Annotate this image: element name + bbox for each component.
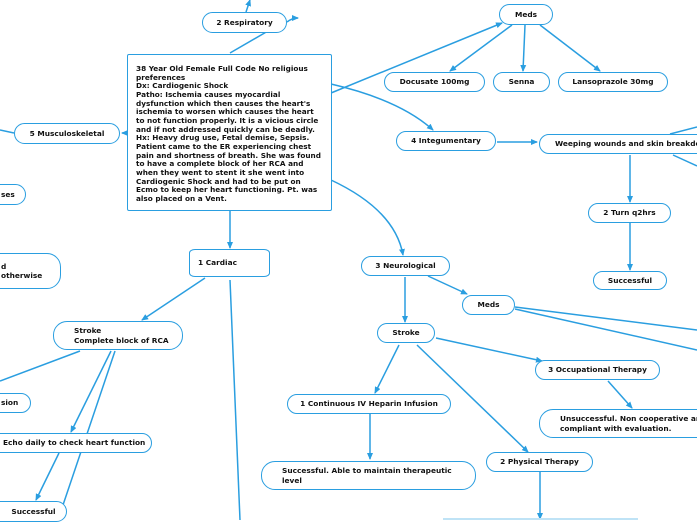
edge-root-respiratory bbox=[229, 30, 269, 54]
edge-root-integumentary bbox=[330, 83, 434, 131]
edge-stroke-left bbox=[0, 350, 81, 382]
edge-meds-lansoprazole bbox=[539, 24, 601, 72]
node-musculoskeletal[interactable]: 5 Musculoskeletal bbox=[14, 123, 120, 144]
edge-cardiac-stroke bbox=[141, 277, 206, 321]
node-neuro-stroke[interactable]: Stroke bbox=[377, 323, 435, 343]
node-meds-top[interactable]: Meds bbox=[499, 4, 553, 25]
node-root-patient-summary[interactable]: 38 Year Old Female Full Code No religiou… bbox=[127, 54, 332, 211]
edge-respiratory-right bbox=[286, 15, 299, 23]
edge-weeping-right-2 bbox=[672, 154, 697, 167]
edge-root-neurological bbox=[330, 179, 405, 256]
node-integumentary[interactable]: 4 Integumentary bbox=[396, 131, 496, 151]
node-cardiac-successful[interactable]: Successful bbox=[0, 501, 67, 522]
edge-neuromeds-right-2 bbox=[514, 308, 697, 351]
edge-musculo-left bbox=[0, 129, 15, 134]
node-neuro-meds[interactable]: Meds bbox=[462, 295, 515, 315]
edge-root-meds bbox=[330, 22, 503, 94]
node-partial-left-2[interactable]: d otherwise bbox=[0, 253, 61, 289]
edge-stroke-successful bbox=[35, 452, 60, 501]
edge-ot-result bbox=[607, 380, 633, 409]
edge-stroke-physical bbox=[416, 344, 529, 453]
node-cardiac-stroke[interactable]: Stroke Complete block of RCA bbox=[53, 321, 183, 350]
node-weeping-wounds[interactable]: Weeping wounds and skin breakdown bbox=[539, 134, 697, 154]
edge-respiratory-up bbox=[245, 0, 251, 13]
node-lansoprazole[interactable]: Lansoprazole 30mg bbox=[558, 72, 668, 92]
node-neurological[interactable]: 3 Neurological bbox=[361, 256, 450, 276]
node-senna[interactable]: Senna bbox=[493, 72, 550, 92]
node-occupational-therapy[interactable]: 3 Occupational Therapy bbox=[535, 360, 660, 380]
edge-neuromeds-right-1 bbox=[514, 306, 697, 331]
edge-stroke-long bbox=[62, 350, 116, 506]
node-integ-successful[interactable]: Successful bbox=[593, 271, 667, 290]
node-partial-left-3[interactable]: sion bbox=[0, 393, 31, 413]
node-physical-therapy[interactable]: 2 Physical Therapy bbox=[486, 452, 593, 472]
node-echo[interactable]: Echo daily to check heart function bbox=[0, 433, 152, 453]
edge-stroke-echo bbox=[70, 350, 112, 433]
node-partial-left-1[interactable]: ses bbox=[0, 184, 26, 205]
node-heparin[interactable]: 1 Continuous IV Heparin Infusion bbox=[287, 394, 451, 414]
node-cardiac[interactable]: 1 Cardiac bbox=[189, 249, 270, 277]
edge-stroke-heparin bbox=[374, 344, 400, 394]
edge-stroke-ot bbox=[435, 337, 543, 363]
node-respiratory[interactable]: 2 Respiratory bbox=[202, 12, 287, 33]
node-turn-q2hrs[interactable]: 2 Turn q2hrs bbox=[588, 203, 671, 223]
node-partial-bottom bbox=[443, 518, 638, 520]
edge-weeping-right-1 bbox=[669, 126, 697, 135]
node-ot-result[interactable]: Unsuccessful. Non cooperative and compli… bbox=[539, 409, 697, 438]
edge-cardiac-down bbox=[229, 279, 241, 520]
node-heparin-result[interactable]: Successful. Able to maintain therapeutic… bbox=[261, 461, 476, 490]
edge-meds-senna bbox=[520, 24, 527, 72]
edge-neuro-meds bbox=[427, 275, 468, 295]
edge-meds-docusate bbox=[449, 24, 513, 72]
node-docusate[interactable]: Docusate 100mg bbox=[384, 72, 485, 92]
